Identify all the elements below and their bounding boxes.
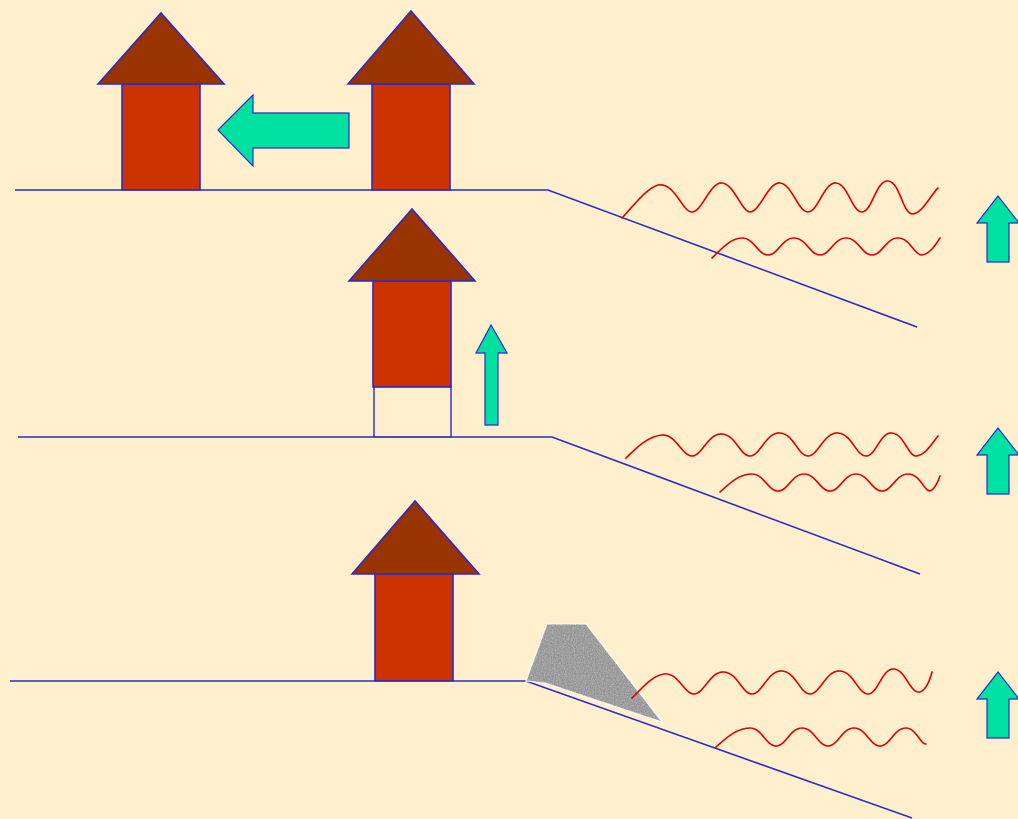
- wave-icon: [719, 473, 941, 493]
- wave-icon: [625, 432, 939, 459]
- arrow-left-icon: [217, 93, 350, 168]
- wave-icon: [715, 727, 927, 748]
- arrow-up-icon: [975, 427, 1018, 495]
- panel-protect: [10, 499, 1018, 819]
- arrow-up-icon: [975, 195, 1018, 263]
- house-icon: [96, 11, 226, 191]
- house-icon: [347, 207, 477, 438]
- wave-icon: [631, 668, 933, 699]
- panel-elevate: [18, 207, 1018, 575]
- arrow-up-icon: [474, 323, 509, 426]
- coastline: [18, 436, 921, 575]
- house-icon: [346, 9, 476, 191]
- house-icon: [350, 499, 481, 682]
- wave-icon: [711, 237, 941, 259]
- seawall-icon: [525, 623, 664, 724]
- wave-icon: [621, 180, 939, 219]
- panel-relocate: [15, 9, 1018, 328]
- arrow-up-icon: [975, 671, 1018, 739]
